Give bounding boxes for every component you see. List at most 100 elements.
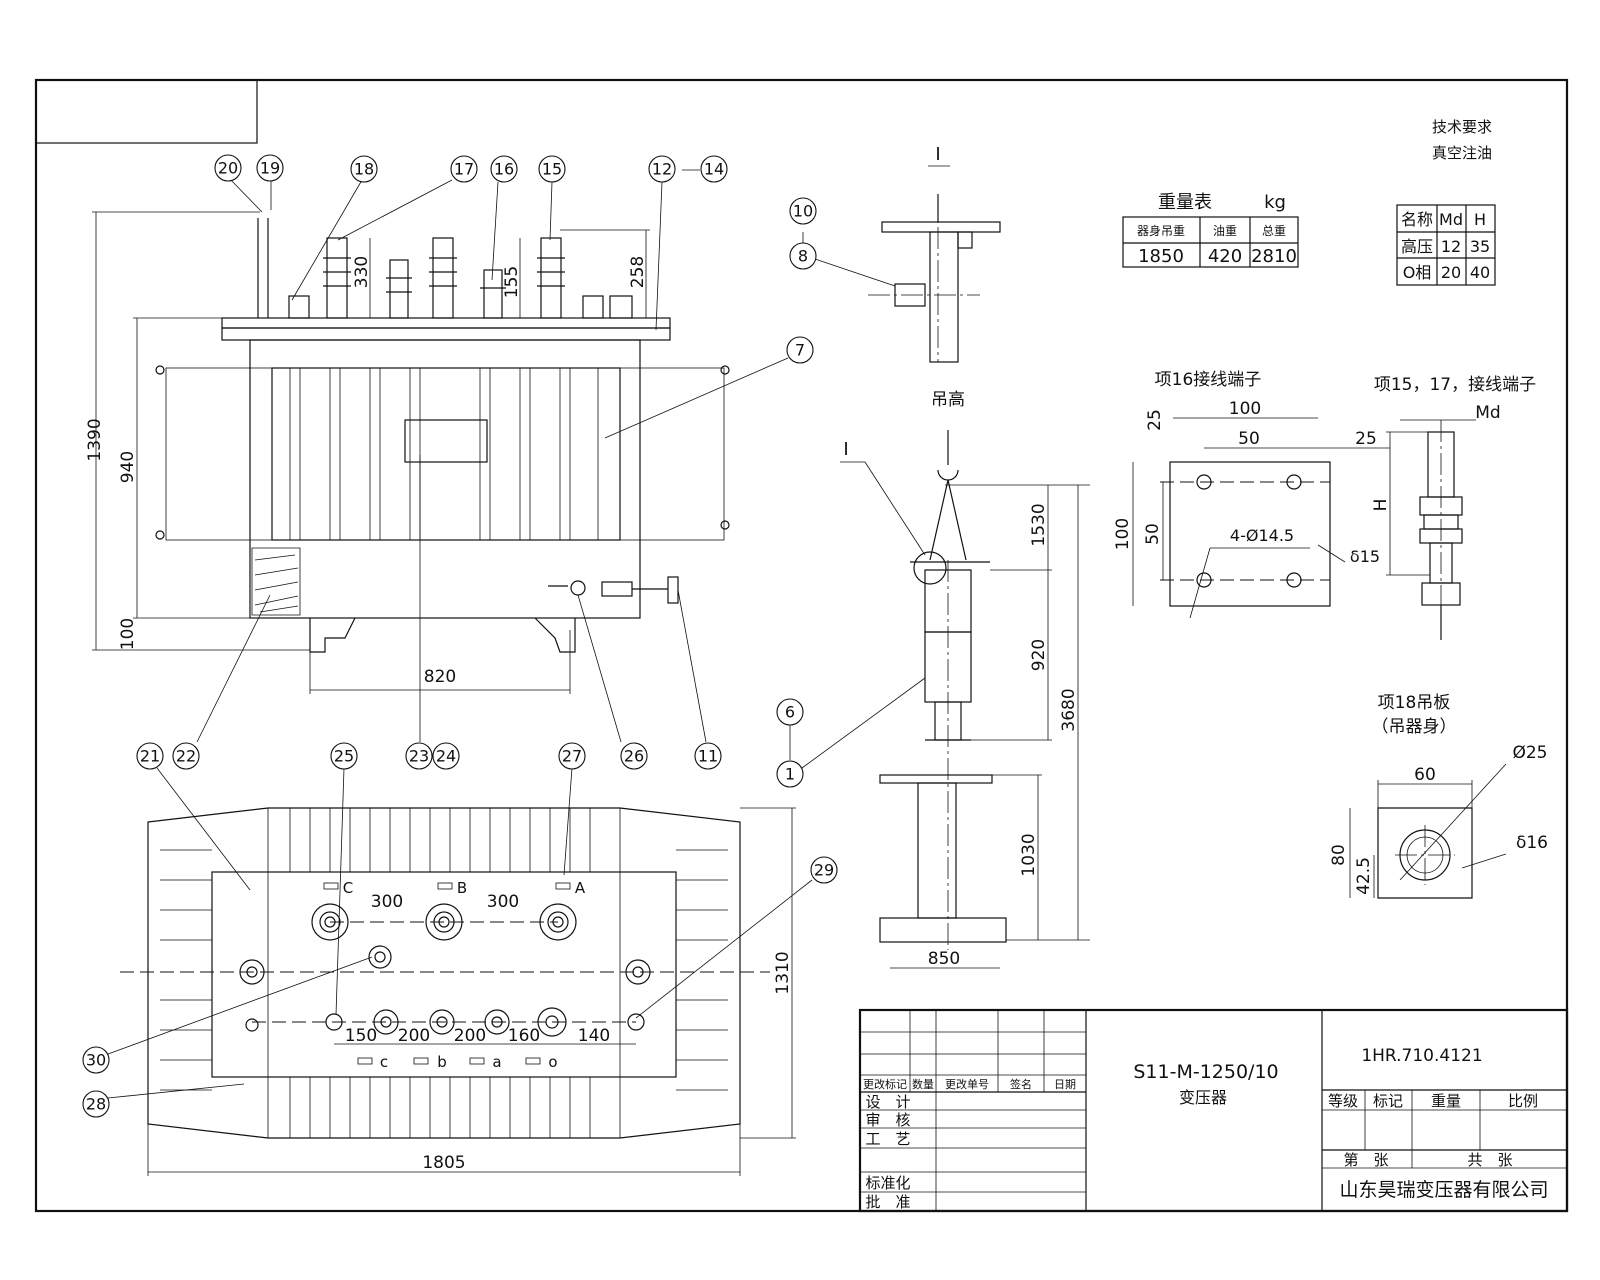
item-bubble-28-text: 28 [86, 1095, 106, 1114]
grade-header-mark: 标记 [1373, 1092, 1403, 1110]
terminal-row2-h: 40 [1470, 263, 1490, 282]
dim-300-left: 300 [371, 892, 403, 912]
dim-920: 920 [1029, 639, 1049, 671]
weight-table: 重量表 kg 器身吊重 油重 总重 1850 420 2810 [1122, 192, 1299, 268]
item-bubble-15-text: 15 [542, 160, 562, 179]
product-name: 变压器 [1179, 1088, 1227, 1107]
sheet-number: 第 张 [1343, 1151, 1388, 1169]
item-bubble-7: 7 [786, 336, 814, 364]
item-bubble-18-text: 18 [354, 160, 374, 179]
item16-dim-50-top: 50 [1238, 429, 1260, 449]
rev-header-date: 日期 [1054, 1078, 1076, 1091]
item-bubble-25: 25 [330, 742, 358, 770]
terminal-table: 名称 Md H 高压 12 35 O相 20 40 [1396, 204, 1496, 286]
sheet-total: 共 张 [1467, 1151, 1512, 1169]
item16-terminal-detail: 项16接线端子 100 50 25 25 100 50 4-Ø14.5 δ15 [1113, 370, 1390, 619]
item18-title-1: 项18吊板 [1378, 693, 1451, 713]
item-bubble-6-text: 6 [785, 703, 795, 722]
item-bubble-22: 22 [172, 742, 200, 770]
dim-820: 820 [424, 667, 456, 687]
item-bubble-17: 17 [450, 155, 478, 183]
terminal-row1-md: 12 [1441, 237, 1461, 256]
grade-header-level: 等级 [1328, 1092, 1358, 1110]
tech-req-item: 真空注油 [1432, 144, 1492, 162]
item15-17-md: Md [1475, 403, 1500, 423]
plan-view: 300 300 150 200 200 160 140 1805 1310 C … [120, 807, 796, 1176]
role-process: 工 艺 [865, 1130, 910, 1148]
leader-lines [107, 169, 926, 1099]
dim-140: 140 [578, 1026, 610, 1046]
phase-A: A [575, 879, 586, 897]
dim-150: 150 [345, 1026, 377, 1046]
phase-b: b [437, 1053, 447, 1071]
item-bubble-21: 21 [136, 742, 164, 770]
item-bubble-21-text: 21 [140, 747, 160, 766]
item15-17-terminal-detail: 项15，17，接线端子 Md H [1371, 375, 1536, 640]
drawing-border [34, 78, 1569, 1213]
item15-17-h: H [1371, 499, 1391, 512]
front-elevation-view: 1390 940 100 330 155 258 820 [85, 211, 730, 694]
item-bubble-30-text: 30 [86, 1051, 106, 1070]
role-approve: 批 准 [865, 1193, 910, 1211]
dim-200-a: 200 [398, 1026, 430, 1046]
item-bubble-14: 14 [700, 155, 728, 183]
role-standard: 标准化 [865, 1174, 910, 1192]
lift-height-diagram: 吊高 1530 920 3680 1030 850 I [840, 390, 1090, 969]
item18-dim-42-5: 42.5 [1354, 857, 1374, 895]
rev-header-sign: 签名 [1010, 1077, 1032, 1091]
item16-title: 项16接线端子 [1155, 370, 1262, 390]
phase-C: C [343, 879, 353, 897]
item-bubble-12-text: 12 [652, 160, 672, 179]
terminal-header-h: H [1474, 210, 1486, 229]
detail-I: I [868, 144, 1001, 363]
dim-200-b: 200 [454, 1026, 486, 1046]
item-bubble-8-text: 8 [798, 247, 808, 266]
item15-17-title: 项15，17，接线端子 [1374, 375, 1536, 395]
role-review: 审 核 [865, 1111, 910, 1129]
dim-330: 330 [352, 256, 372, 288]
weight-table-unit: kg [1264, 192, 1286, 213]
weight-value-oil: 420 [1208, 246, 1242, 267]
item18-title-2: （吊器身） [1372, 717, 1457, 737]
item-bubble-15: 15 [538, 155, 566, 183]
item-bubble-23: 23 [405, 742, 433, 770]
item18-dim-60: 60 [1414, 765, 1436, 785]
item18-dia25: Ø25 [1512, 743, 1547, 763]
drawing-number: 1HR.710.4121 [1361, 1046, 1482, 1066]
phase-c: c [380, 1053, 388, 1071]
item-bubble-29: 29 [810, 856, 838, 884]
title-block: 更改标记 数量 更改单号 签名 日期 设 计 审 核 工 艺 标准化 批 准 S… [858, 1008, 1569, 1213]
model-number: S11-M-1250/10 [1133, 1061, 1278, 1083]
phase-o: o [548, 1053, 557, 1071]
weight-header-core: 器身吊重 [1137, 223, 1185, 238]
item-bubble-22-text: 22 [176, 747, 196, 766]
item-bubble-19-text: 19 [260, 159, 280, 178]
dim-940: 940 [118, 451, 138, 483]
terminal-row1-h: 35 [1470, 237, 1490, 256]
item-bubble-10-text: 10 [793, 202, 813, 221]
rev-header-mark: 更改标记 [863, 1077, 907, 1091]
dim-155: 155 [502, 266, 522, 298]
item-bubble-20-text: 20 [218, 159, 238, 178]
item16-hole-note: 4-Ø14.5 [1230, 526, 1294, 545]
item-bubble-8: 8 [789, 242, 817, 270]
item-bubble-26-text: 26 [624, 747, 644, 766]
item-bubble-29-text: 29 [814, 861, 834, 880]
item-bubble-25-text: 25 [334, 747, 354, 766]
rev-header-no: 更改单号 [945, 1077, 989, 1091]
corner-box [35, 79, 258, 144]
dim-3680: 3680 [1059, 688, 1079, 731]
item-bubble-24: 24 [432, 742, 460, 770]
terminal-header-name: 名称 [1401, 210, 1433, 229]
item-bubble-20: 20 [214, 154, 242, 182]
item-bubble-16: 16 [490, 155, 518, 183]
terminal-row1-name: 高压 [1401, 237, 1433, 256]
item-bubble-12: 12 [648, 155, 676, 183]
role-design: 设 计 [865, 1093, 910, 1111]
item-bubble-18: 18 [350, 155, 378, 183]
weight-table-title: 重量表 [1158, 192, 1212, 213]
item-bubble-16-text: 16 [494, 160, 514, 179]
weight-value-total: 2810 [1251, 246, 1297, 267]
lift-height-title: 吊高 [931, 390, 965, 410]
